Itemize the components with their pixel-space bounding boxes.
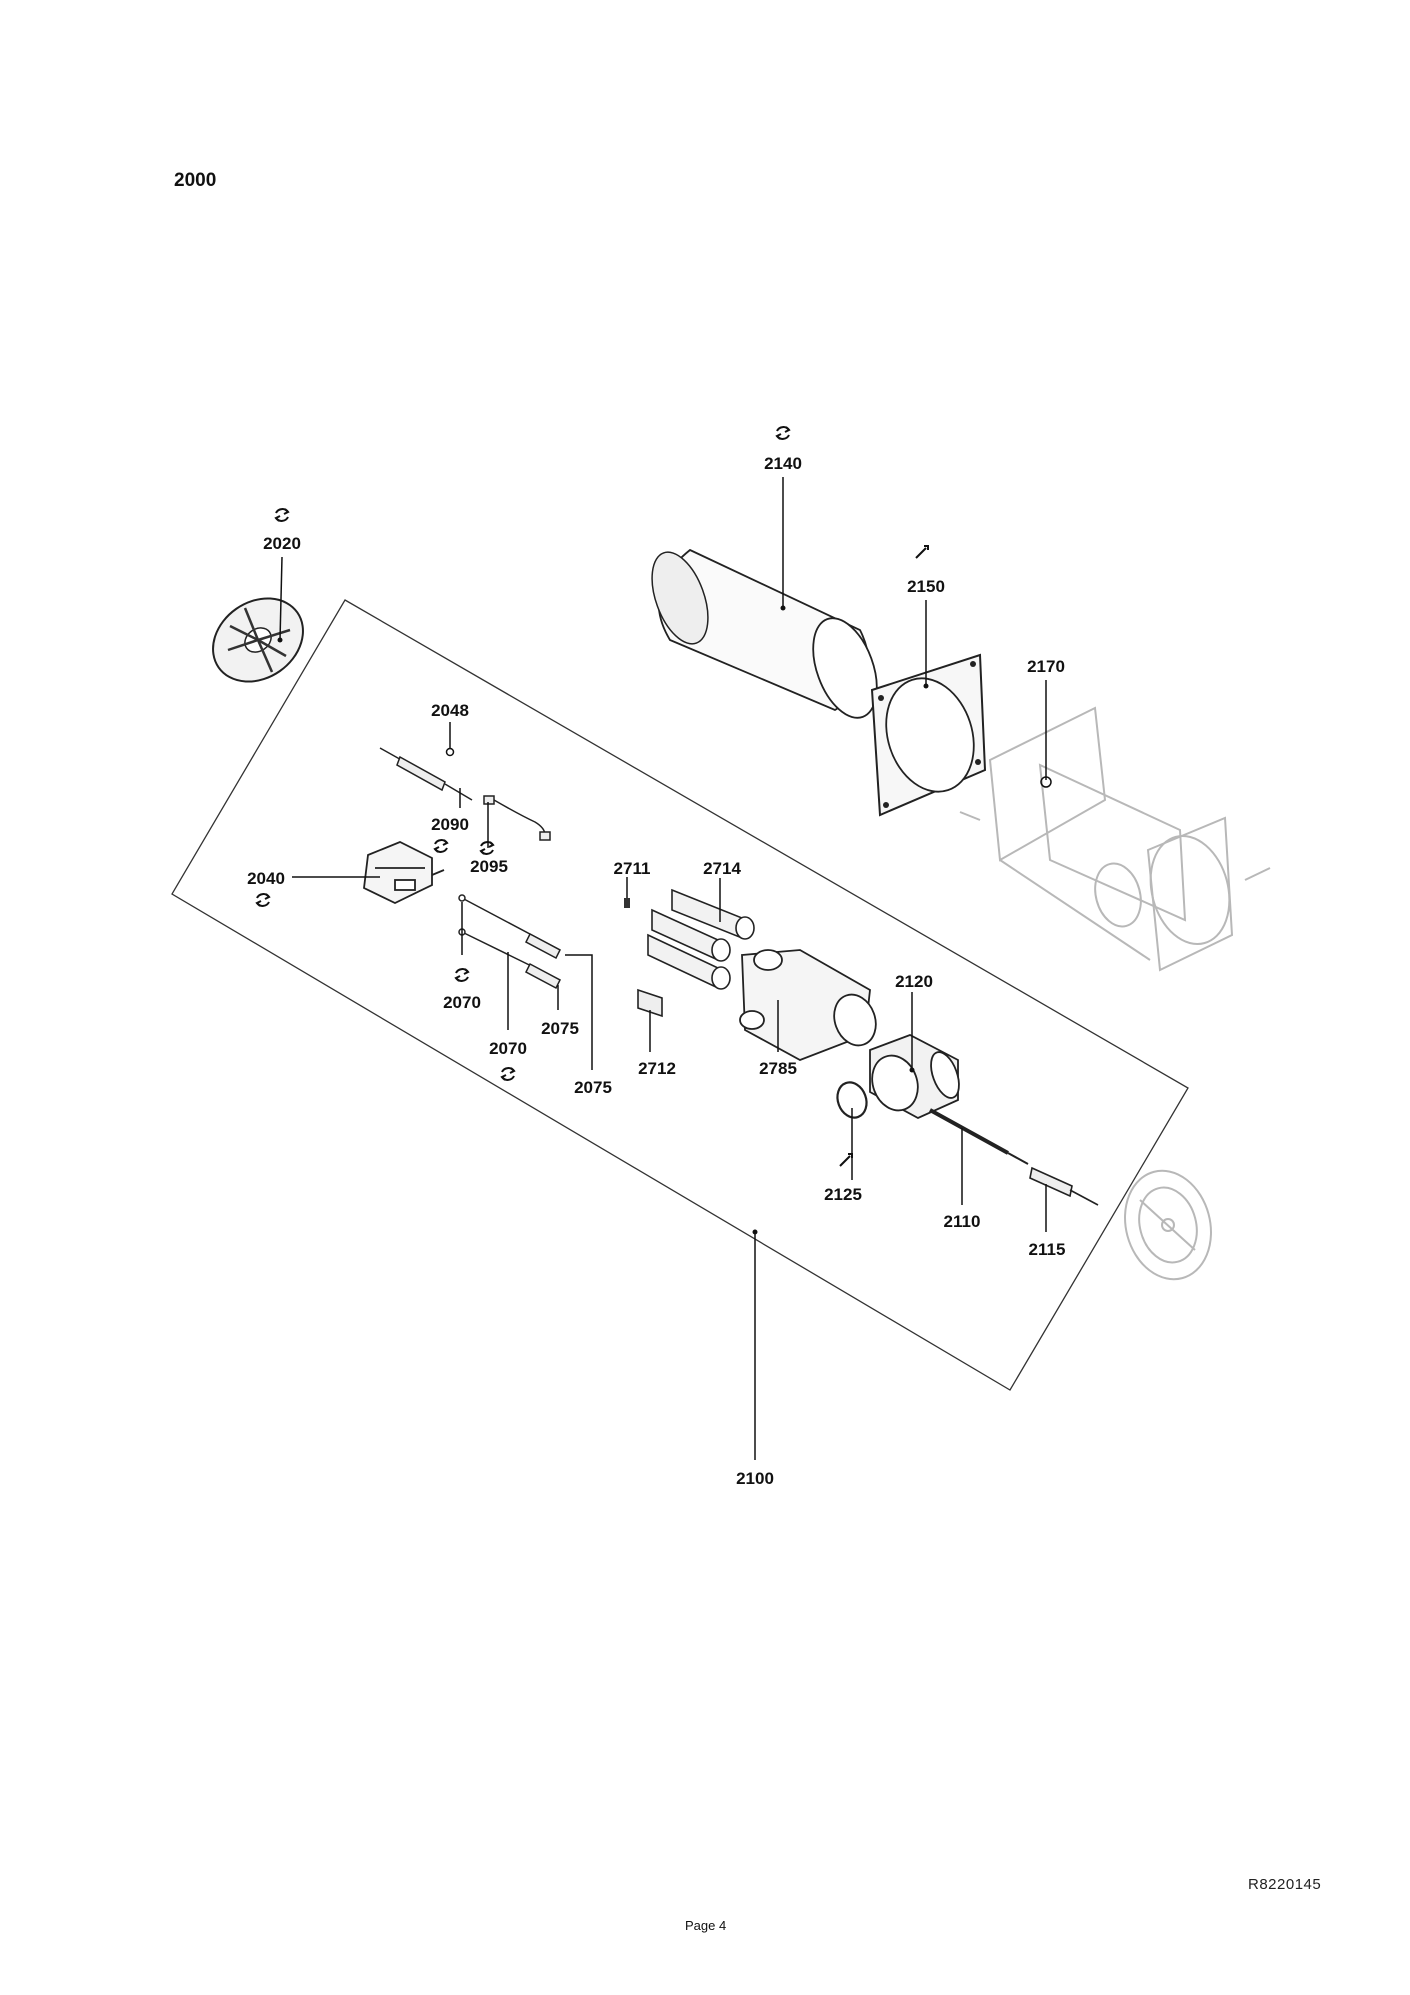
- callout-2712: 2712: [638, 1059, 676, 1078]
- callout-2711: 2711: [614, 859, 651, 878]
- circular-arrows-icon: [433, 839, 449, 853]
- part-2040-transformer[interactable]: [363, 841, 445, 905]
- part-2140-cylinder[interactable]: [641, 545, 889, 727]
- part-2115-connector[interactable]: [1029, 1166, 1099, 1206]
- rear-cover-ghost: [1124, 1169, 1212, 1281]
- callout-2120: 2120: [895, 972, 933, 991]
- leader-2020: [279, 556, 283, 641]
- callout-2125: 2125: [824, 1185, 862, 1204]
- callout-2714: 2714: [703, 859, 741, 878]
- part-2150-gasket[interactable]: [870, 653, 988, 817]
- part-2711-screw[interactable]: [624, 898, 630, 908]
- part-2110-rod[interactable]: [929, 1108, 1029, 1165]
- circular-arrows-icon: [500, 1067, 516, 1081]
- part-2120-valve-elbow[interactable]: [865, 1034, 965, 1120]
- callout-2140: 2140: [764, 454, 802, 473]
- circular-arrows-icon: [775, 426, 791, 440]
- part-2712-clip[interactable]: [637, 988, 663, 1018]
- part-2070-electrodes[interactable]: [458, 894, 561, 990]
- callout-2100: 2100: [736, 1469, 774, 1488]
- callout-2785: 2785: [759, 1059, 797, 1078]
- leader-2075b: [565, 954, 593, 1070]
- circular-arrows-icon: [274, 508, 290, 522]
- circular-arrows-icon: [454, 968, 470, 982]
- callout-2075-lower: 2075: [574, 1078, 612, 1097]
- part-2095-cable[interactable]: [483, 795, 551, 841]
- drawing-reference-code: R8220145: [1248, 1876, 1322, 1893]
- wrench-icon: [839, 1153, 853, 1167]
- callout-2040: 2040: [247, 869, 285, 888]
- part-2170-housing[interactable]: [959, 706, 1271, 972]
- callout-2070-lower: 2070: [489, 1039, 527, 1058]
- callout-2075-upper: 2075: [541, 1019, 579, 1038]
- section-number: 2000: [174, 170, 217, 191]
- callout-2048: 2048: [431, 701, 469, 720]
- part-2090-electrode[interactable]: [379, 747, 473, 801]
- callout-2150: 2150: [907, 577, 945, 596]
- part-2785-nozzle-block[interactable]: [739, 949, 883, 1061]
- callout-2115: 2115: [1029, 1240, 1066, 1259]
- wrench-icon: [915, 545, 929, 559]
- circular-arrows-icon: [479, 841, 495, 855]
- part-2020-front-plate[interactable]: [197, 581, 319, 698]
- part-2714-nozzle-holders[interactable]: [647, 888, 755, 990]
- callout-2095: 2095: [470, 857, 508, 876]
- callout-2110: 2110: [944, 1212, 981, 1231]
- page-number: Page 4: [685, 1918, 727, 1933]
- callout-2020: 2020: [263, 534, 301, 553]
- part-2125-o-ring[interactable]: [833, 1078, 872, 1121]
- callout-2090: 2090: [431, 815, 469, 834]
- callout-2170: 2170: [1027, 657, 1065, 676]
- circular-arrows-icon: [255, 893, 271, 907]
- callout-2070-upper: 2070: [443, 993, 481, 1012]
- assembly-boundary: [171, 599, 1189, 1391]
